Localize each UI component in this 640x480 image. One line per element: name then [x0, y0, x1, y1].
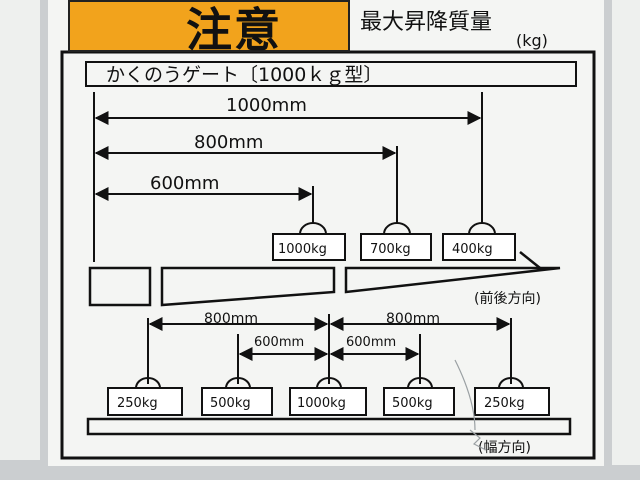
weight-icon: [272, 222, 346, 261]
width-dim-label-4: 800mm: [386, 311, 440, 327]
dim-label-1000: 1000mm: [226, 95, 307, 116]
warning-title: 注意: [186, 3, 282, 57]
weight-icon: [360, 222, 432, 261]
weight-icon: [107, 377, 550, 416]
dim-label-800: 800mm: [194, 132, 263, 153]
banner-box: [85, 61, 577, 87]
dim-label-600: 600mm: [150, 173, 219, 194]
side-weight-1: 1000kg: [278, 242, 327, 257]
side-weight-3: 400kg: [452, 242, 493, 257]
width-weight-5: 250kg: [484, 396, 525, 411]
width-weight-1: 250kg: [117, 396, 158, 411]
side-weight-2: 700kg: [370, 242, 411, 257]
width-weight-4: 500kg: [392, 396, 433, 411]
banner-text: かくのうゲート〔1000ｋｇ型〕: [106, 64, 382, 86]
label-frame: [60, 50, 596, 460]
width-dim-label-1: 800mm: [204, 311, 258, 327]
width-dim-label-2: 600mm: [254, 335, 304, 350]
side-direction-label: (前後方向): [474, 290, 541, 307]
width-weight-2: 500kg: [210, 396, 251, 411]
label-crack: [454, 359, 487, 451]
gate-side-profile-icon: [88, 251, 561, 307]
neighbor-sticker-left: [0, 0, 40, 460]
width-weight-3: 1000kg: [297, 396, 346, 411]
header-subtitle: 最大昇降質量: [360, 10, 493, 35]
warning-header: [68, 0, 350, 52]
neighbor-sticker-right: [612, 0, 640, 465]
weight-icon: [442, 222, 516, 261]
width-dim-label-3: 600mm: [346, 335, 396, 350]
width-direction-label: (幅方向): [478, 440, 531, 456]
header-unit: (kg): [516, 31, 548, 50]
platform-bar: [86, 417, 572, 436]
